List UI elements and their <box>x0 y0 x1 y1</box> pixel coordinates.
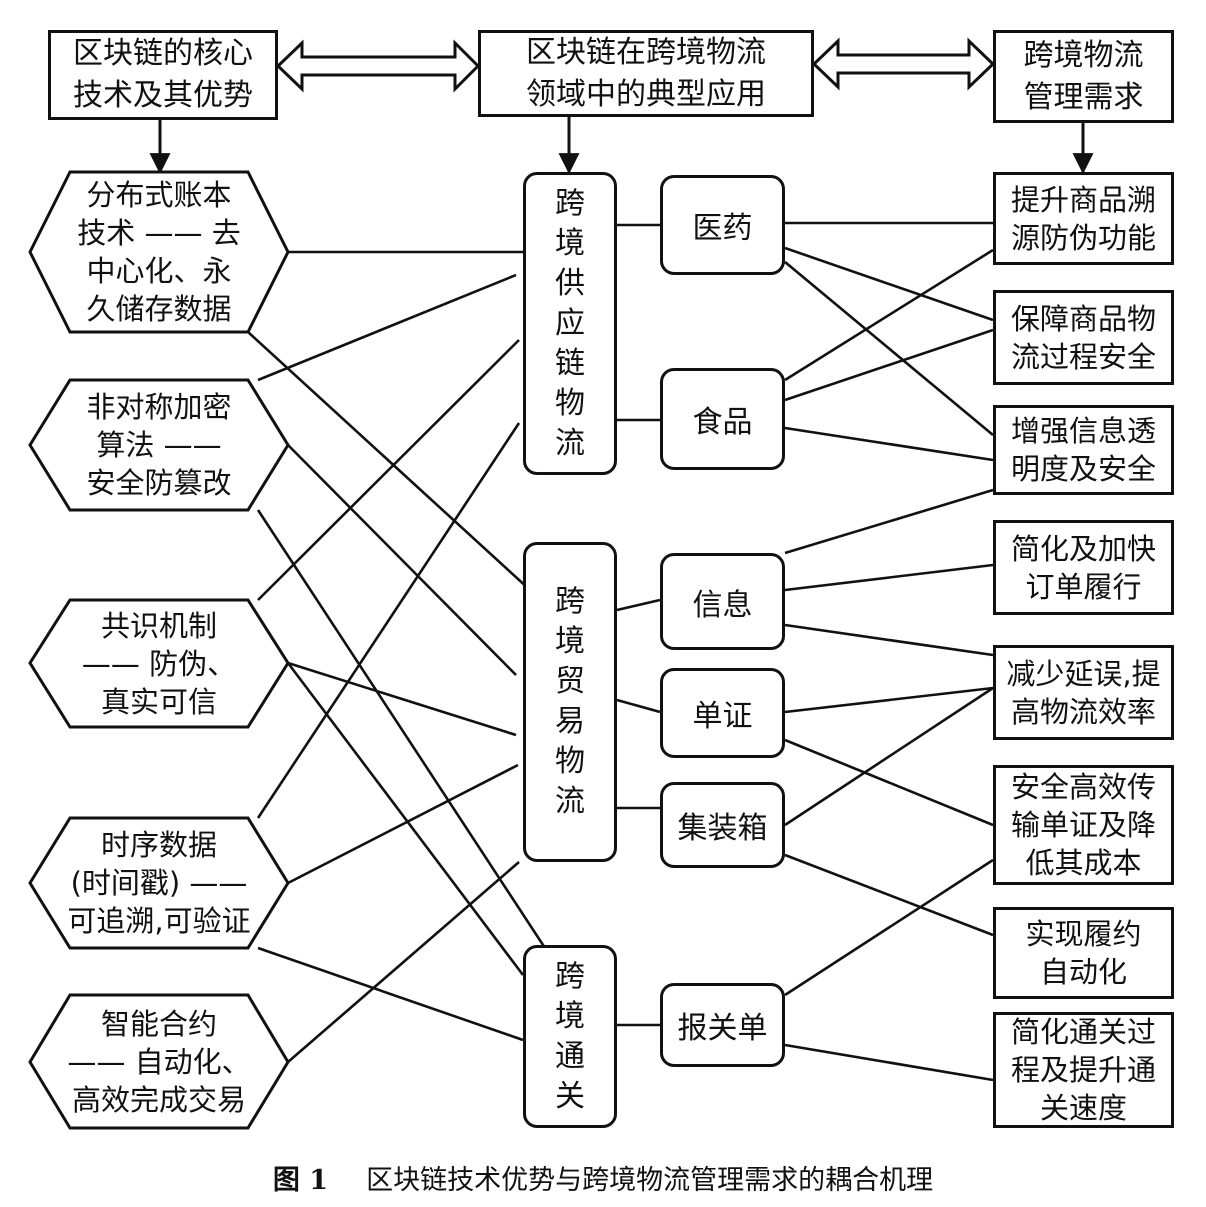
need-order-fulfilment: 简化及加快 订单履行 <box>993 520 1174 615</box>
tech-hex-contract <box>28 993 290 1130</box>
need-customs-simplify: 简化通关过 程及提升通 关速度 <box>993 1012 1174 1128</box>
need-document-transfer: 安全高效传 输单证及降 低其成本 <box>993 765 1174 885</box>
figure-caption: 图 1 区块链技术优势与跨境物流管理需求的耦合机理 <box>0 1158 1206 1197</box>
field-supply-chain-label: 跨境供应链物流 <box>555 185 585 461</box>
management-needs-label: 跨境物流 管理需求 <box>1023 37 1144 115</box>
need-traceability: 提升商品溯 源防伪功能 <box>993 172 1174 265</box>
double-arrow-right <box>811 37 996 91</box>
field-trade: 跨境贸易物流 <box>523 542 617 862</box>
app-container: 集装箱 <box>660 782 785 868</box>
app-documents: 单证 <box>660 668 785 758</box>
app-medicine: 医药 <box>660 175 785 275</box>
management-needs-box: 跨境物流 管理需求 <box>993 30 1174 123</box>
app-information: 信息 <box>660 553 785 650</box>
double-arrow-left <box>275 39 481 93</box>
app-customs-declaration: 报关单 <box>660 983 785 1067</box>
figure-title: 区块链技术优势与跨境物流管理需求的耦合机理 <box>366 1165 934 1196</box>
field-supply-chain: 跨境供应链物流 <box>523 172 617 475</box>
app-food: 食品 <box>660 368 785 470</box>
tech-contract-text: 智能合约 —— 自动化、 高效完成交易 <box>67 1006 251 1117</box>
tech-hex-encryption <box>28 378 290 512</box>
tech-timestamp-text: 时序数据 (时间戳) —— 可追溯,可验证 <box>67 828 251 938</box>
tech-encryption-text: 非对称加密 算法 —— 安全防篡改 <box>86 390 232 500</box>
need-logistics-safety: 保障商品物 流过程安全 <box>993 290 1174 385</box>
typical-application-label: 区块链在跨境物流 领域中的典型应用 <box>526 34 766 112</box>
figure-number: 图 1 <box>272 1165 329 1196</box>
need-transparency: 增强信息透 明度及安全 <box>993 405 1174 495</box>
need-contract-automation: 实现履约 自动化 <box>993 907 1174 999</box>
field-customs: 跨境通关 <box>523 945 617 1128</box>
field-trade-label: 跨境贸易物流 <box>555 584 585 819</box>
core-tech-label: 区块链的核心 技术及其优势 <box>73 36 253 113</box>
typical-application-box: 区块链在跨境物流 领域中的典型应用 <box>478 30 814 117</box>
field-customs-label: 跨境通关 <box>555 958 585 1114</box>
core-tech-box: 区块链的核心 技术及其优势 <box>48 30 278 120</box>
need-efficiency: 减少延误,提 高物流效率 <box>993 645 1174 740</box>
connection-lines <box>247 221 994 1082</box>
tech-hex-consensus <box>28 598 290 729</box>
tech-ledger-text: 分布式账本 技术 —— 去 中心化、永 久储存数据 <box>77 178 241 326</box>
tech-hex-timestamp <box>28 816 290 950</box>
tech-consensus-text: 共识机制 —— 防伪、 真实可信 <box>81 608 237 719</box>
